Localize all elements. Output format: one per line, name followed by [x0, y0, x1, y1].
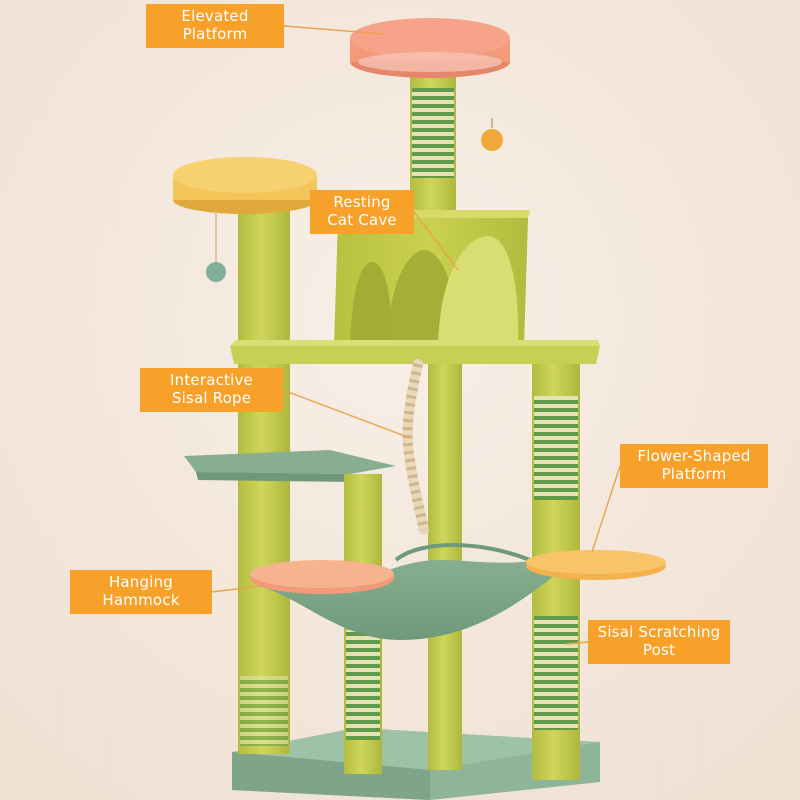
callout-line: Hanging — [108, 573, 174, 591]
wall-texture — [39, 0, 721, 800]
toy-ball-top — [481, 118, 503, 151]
callout-hanging-hammock: Hanging Hammock — [70, 570, 212, 614]
toy-ball-left — [206, 212, 226, 282]
callout-interactive-sisal-rope: Interactive Sisal Rope — [140, 368, 283, 412]
elevated-platform — [350, 18, 510, 78]
orange-pad-platform — [250, 560, 394, 594]
callout-elevated-platform: Elevated Platform — [146, 4, 284, 48]
callout-line: Cat Cave — [327, 211, 397, 229]
callout-resting-cat-cave: Resting Cat Cave — [310, 190, 414, 234]
hanging-hammock — [258, 543, 566, 640]
callout-line: Sisal Scratching — [597, 623, 721, 641]
callout-line: Hammock — [102, 591, 180, 609]
leader-lines — [211, 25, 621, 645]
callout-line: Flower-Shaped — [637, 447, 751, 465]
callout-line: Post — [642, 641, 676, 659]
callout-line: Resting — [333, 193, 391, 211]
callout-line: Sisal Rope — [171, 389, 252, 407]
callout-line: Interactive — [169, 371, 253, 389]
callout-line: Platform — [182, 25, 248, 43]
flower-shaped-platform — [526, 550, 666, 580]
base-platform — [232, 728, 600, 800]
sage-step-platform — [184, 450, 396, 482]
sisal-rope — [402, 359, 429, 535]
cat-cave — [334, 210, 530, 346]
callout-line: Elevated — [181, 7, 249, 25]
middle-platform — [230, 340, 600, 364]
callout-line: Platform — [661, 465, 727, 483]
callout-sisal-scratching-post: Sisal Scratching Post — [588, 620, 730, 664]
callout-flower-shaped-platform: Flower-Shaped Platform — [620, 444, 768, 488]
yellow-bed-platform — [173, 157, 317, 214]
